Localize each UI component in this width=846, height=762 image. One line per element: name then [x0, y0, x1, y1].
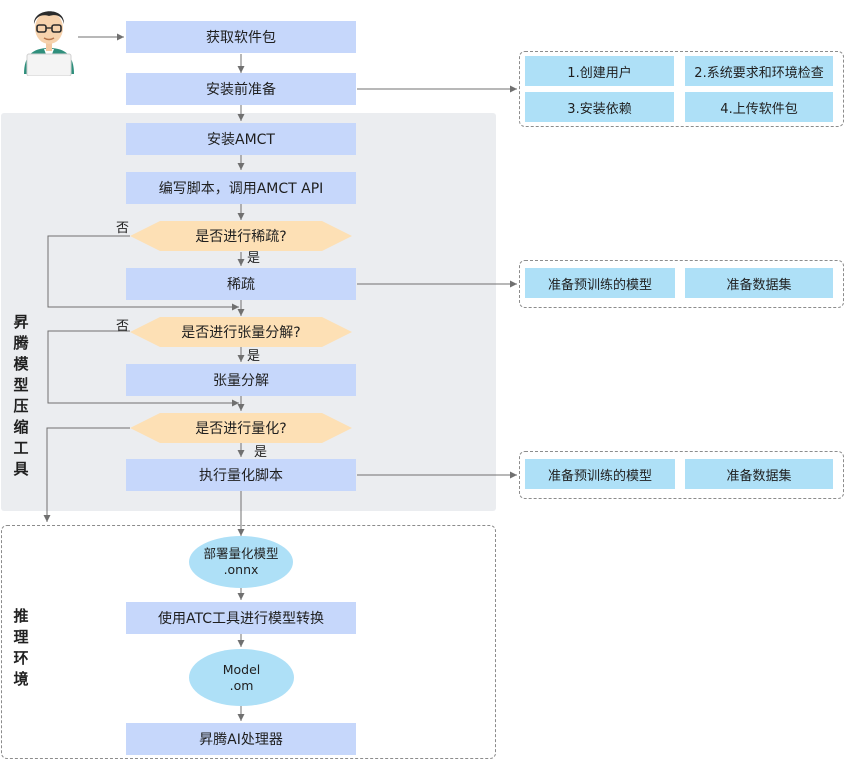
sparse-pretrained-model-item: 准备预训练的模型 — [525, 268, 675, 298]
arrow-decompose-no-bypass — [47, 330, 239, 407]
sparsify-step: 稀疏 — [126, 268, 356, 300]
get-package-step: 获取软件包 — [126, 21, 356, 53]
pre-install-step: 安装前准备 — [126, 73, 356, 105]
deploy-model-line1: 部署量化模型 — [203, 546, 279, 561]
inference-panel-title: 推理 环境 — [13, 607, 29, 688]
toolkit-panel-title: 昇腾 模型 压缩 工具 — [13, 313, 29, 478]
pre-install-item: 2.系统要求和环境检查 — [685, 56, 833, 86]
write-script-step: 编写脚本，调用AMCT API — [126, 172, 356, 204]
ascend-processor-step: 昇腾AI处理器 — [126, 723, 356, 755]
tensor-decompose-step: 张量分解 — [126, 364, 356, 396]
decompose-no-label: 否 — [116, 319, 130, 334]
deploy-model-onnx: 部署量化模型 .onnx — [189, 536, 293, 588]
model-om-line1: Model — [222, 661, 261, 677]
model-om: Model .om — [189, 649, 294, 706]
sparse-no-label: 否 — [116, 221, 130, 236]
pre-install-item: 4.上传软件包 — [685, 92, 833, 122]
quant-yes-label: 是 — [254, 445, 268, 460]
decompose-yes-label: 是 — [247, 349, 261, 364]
arrow-quant-no-bypass — [43, 427, 130, 522]
deploy-model-line2: .onnx — [223, 562, 259, 577]
quant-decision-label: 是否进行量化? — [195, 421, 287, 437]
quant-dataset-item: 准备数据集 — [685, 459, 833, 489]
run-quant-script-step: 执行量化脚本 — [126, 459, 356, 491]
sparse-decision-label: 是否进行稀疏? — [195, 229, 287, 245]
sparse-decision: 是否进行稀疏? — [130, 221, 352, 251]
pre-install-item: 3.安装依赖 — [525, 92, 674, 122]
model-om-line2: .om — [229, 677, 254, 693]
pre-install-item: 1.创建用户 — [525, 56, 674, 86]
use-atc-step: 使用ATC工具进行模型转换 — [126, 602, 356, 634]
quant-decision: 是否进行量化? — [130, 413, 352, 443]
install-amct-step: 安装AMCT — [126, 123, 356, 155]
user-icon — [24, 11, 74, 76]
sparse-yes-label: 是 — [247, 251, 261, 266]
quant-pretrained-model-item: 准备预训练的模型 — [525, 459, 675, 489]
inference-environment-panel — [1, 525, 496, 759]
sparse-dataset-item: 准备数据集 — [685, 268, 833, 298]
arrow-sparse-no-bypass — [47, 235, 239, 311]
decompose-decision: 是否进行张量分解? — [130, 317, 352, 347]
decompose-decision-label: 是否进行张量分解? — [181, 325, 301, 341]
